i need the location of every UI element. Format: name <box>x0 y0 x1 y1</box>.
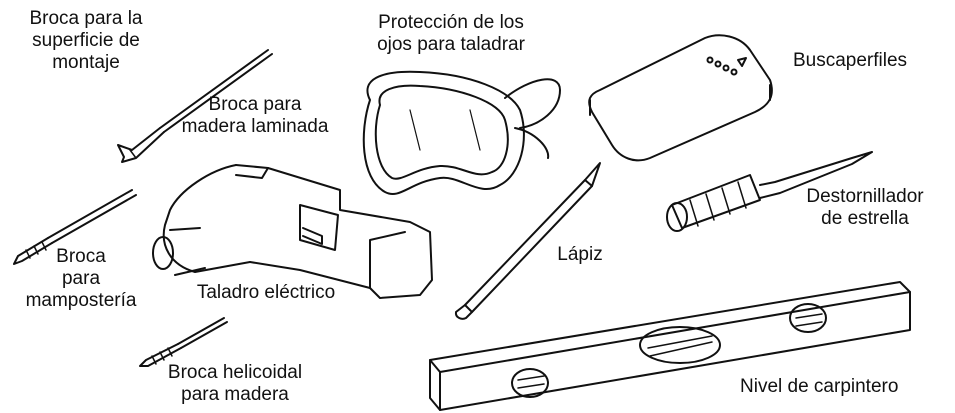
label-destornillador: Destornillador de estrella <box>806 186 924 229</box>
carpenter-level-drawing <box>429 281 911 411</box>
label-lapiz: Lápiz <box>557 244 603 265</box>
label-broca-madera-laminada: Broca para madera laminada <box>181 94 329 137</box>
label-broca-mamposteria: Broca para mampostería <box>25 246 137 311</box>
pencil-drawing <box>454 162 601 320</box>
masonry-bit-drawing <box>13 189 137 265</box>
electric-drill-drawing <box>152 164 433 299</box>
stud-finder-drawing <box>588 34 773 162</box>
label-proteccion-ojos: Protección de los ojos para taladrar <box>377 12 525 55</box>
label-nivel: Nivel de carpintero <box>740 376 899 397</box>
spade-bit-drawing <box>117 49 273 163</box>
safety-goggles-drawing <box>362 70 561 195</box>
label-broca-helicoidal: Broca helicoidal para madera <box>167 362 303 405</box>
label-taladro: Taladro eléctrico <box>196 282 336 303</box>
label-buscaperfiles: Buscaperfiles <box>792 50 908 71</box>
phillips-screwdriver-drawing <box>666 151 873 232</box>
twist-bit-drawing <box>139 317 228 367</box>
label-broca-superficie: Broca para la superficie de montaje <box>29 8 143 73</box>
